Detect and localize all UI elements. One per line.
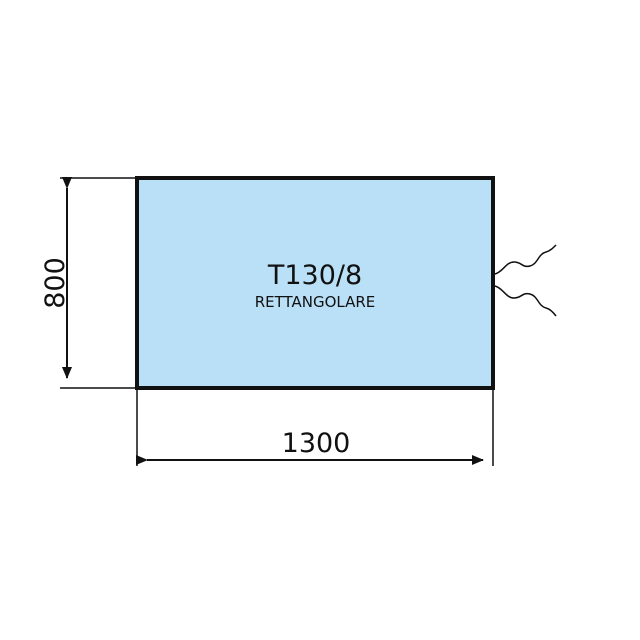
panel-rectangle [135,176,495,390]
height-dimension-label: 800 [40,257,71,309]
panel-model: T130/8 [267,260,362,291]
width-dimension-label: 1300 [282,428,351,459]
cable-wire-upper [494,244,557,275]
panel-shape: RETTANGOLARE [255,293,376,311]
cable-wire-lower [494,285,557,317]
wavy-cable-icon [494,244,557,317]
